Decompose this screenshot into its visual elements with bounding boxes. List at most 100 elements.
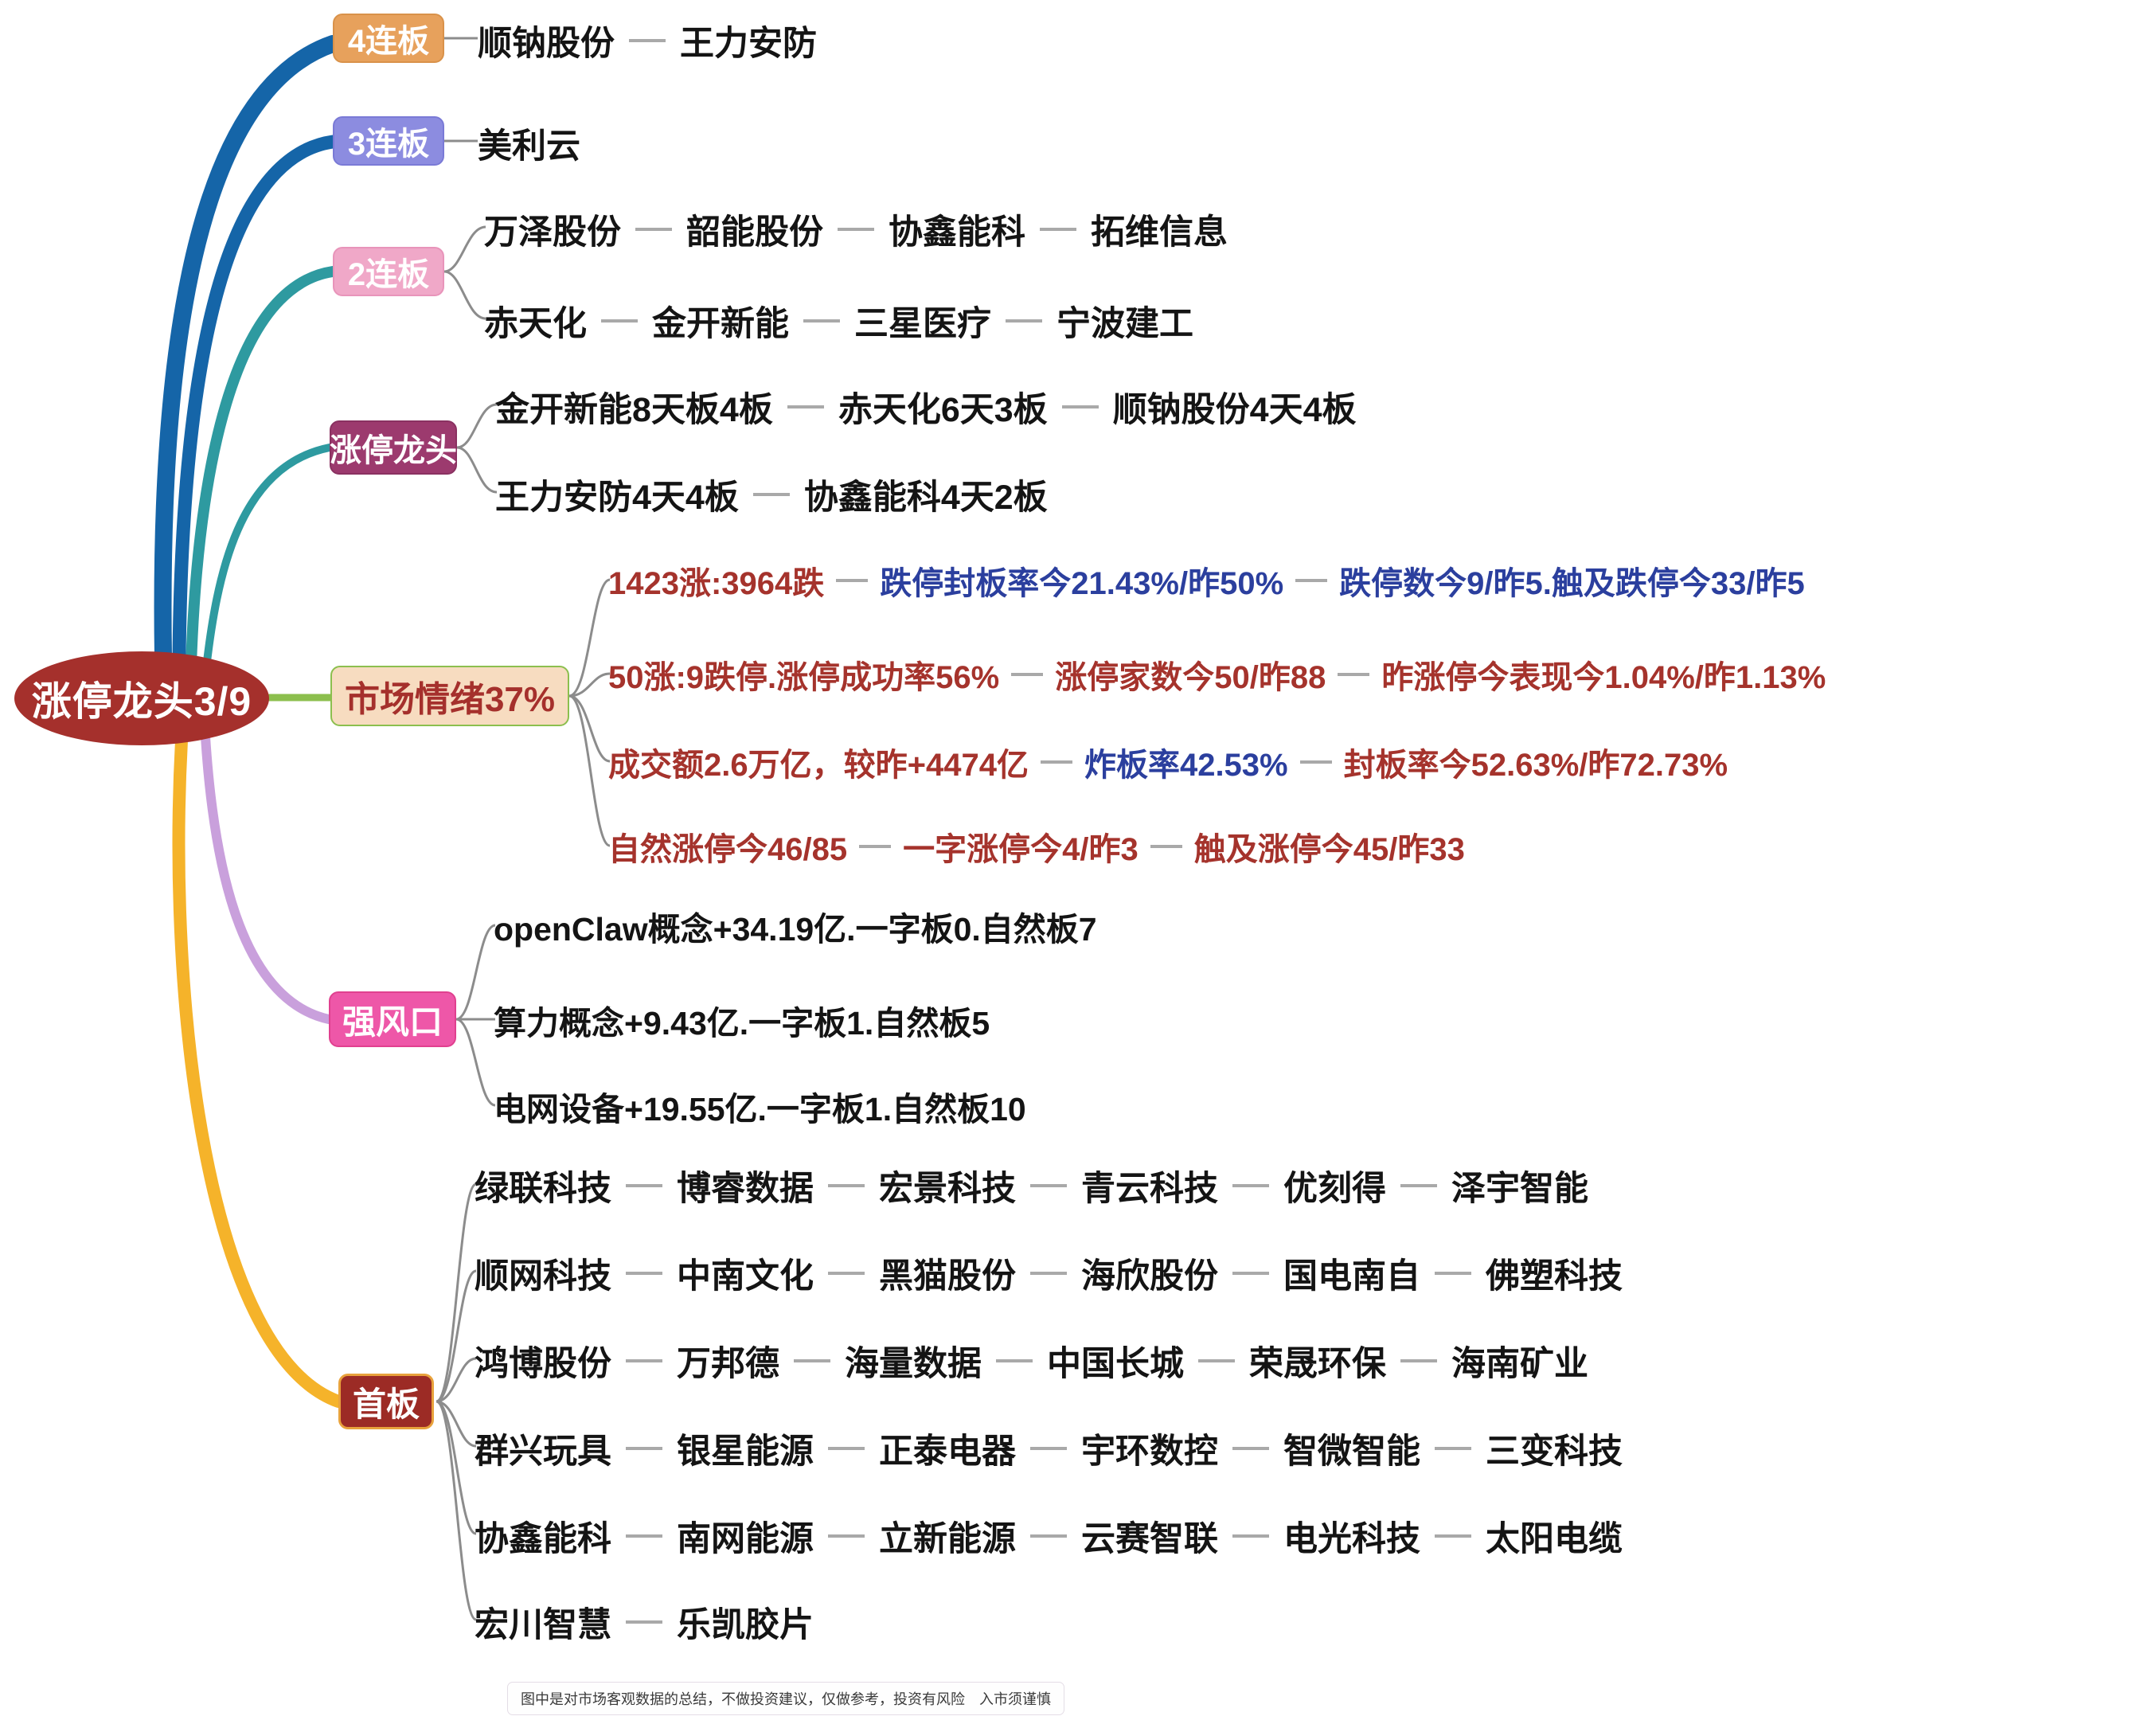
leaf-item[interactable]: 赤天化 (484, 305, 587, 343)
sentiment-item[interactable]: 50涨:9跌停.涨停成功率56% (608, 660, 1000, 695)
sentiment-item[interactable]: 封板率今52.63%/昨72.73% (1343, 748, 1728, 783)
sector-item[interactable]: openClaw概念+34.19亿.一字板0.自然板7 (494, 911, 1097, 948)
sentiment-item[interactable]: 触及涨停今45/昨33 (1193, 832, 1465, 867)
leaf-item[interactable]: 博睿数据 (677, 1170, 814, 1208)
leaf-separator-icon (1030, 1534, 1067, 1538)
sentiment-item[interactable]: 跌停数今9/昨5.触及跌停今33/昨5 (1339, 566, 1805, 601)
leaf-item[interactable]: 万泽股份 (484, 213, 621, 252)
sector-item[interactable]: 算力概念+9.43亿.一字板1.自然板5 (494, 1005, 990, 1042)
leaf-item[interactable]: 拓维信息 (1091, 213, 1228, 252)
leaf-item[interactable]: 海欣股份 (1081, 1257, 1218, 1296)
leaf-item[interactable]: 顺钠股份4天4板 (1112, 391, 1357, 429)
leaf-item[interactable]: 中国长城 (1047, 1345, 1184, 1383)
leaf-connector-sb-3 (435, 1357, 477, 1403)
sentiment-item[interactable]: 炸板率42.53% (1084, 748, 1288, 783)
leaf-connector-sent-1 (568, 578, 611, 698)
category-label: 市场情绪37% (344, 680, 556, 719)
leaf-item[interactable]: 电光科技 (1283, 1520, 1420, 1558)
sentiment-item[interactable]: 1423涨:3964跌 (608, 566, 825, 601)
sentiment-item[interactable]: 涨停家数今50/昨88 (1055, 660, 1326, 695)
leaf-item[interactable]: 协鑫能科 (889, 213, 1025, 252)
leaf-item[interactable]: 顺钠股份 (478, 25, 615, 63)
leaf-item[interactable]: 协鑫能科4天2板 (803, 479, 1048, 517)
leaf-item[interactable]: 海南矿业 (1451, 1345, 1588, 1383)
leaf-item[interactable]: 优刻得 (1283, 1170, 1386, 1208)
sentiment-item[interactable]: 跌停封板率今21.43%/昨50% (880, 566, 1284, 601)
leaf-item[interactable]: 南网能源 (677, 1520, 814, 1558)
leaf-item[interactable]: 太阳电缆 (1486, 1520, 1623, 1558)
leaf-item[interactable]: 黑猫股份 (879, 1257, 1016, 1296)
leaf-item[interactable]: 协鑫能科 (475, 1520, 611, 1558)
leaf-row-sb-4: 群兴玩具 银星能源 正泰电器 宇环数控 智微智能 三变科技 (475, 1424, 1623, 1473)
category-label: 首板 (352, 1385, 420, 1423)
leaf-item[interactable]: 青云科技 (1081, 1170, 1218, 1208)
leaf-row-sentiment-2: 50涨:9跌停.涨停成功率56% 涨停家数今50/昨88 昨涨停今表现今1.04… (608, 651, 1826, 698)
category-node-4-lianban[interactable]: 4连板 (333, 14, 444, 63)
leaf-row-sentiment-4: 自然涨停今46/85 一字涨停今4/昨3 触及涨停今45/昨33 (608, 823, 1465, 870)
leaf-separator-icon (1232, 1447, 1269, 1450)
leaf-item[interactable]: 佛塑科技 (1486, 1257, 1623, 1296)
leaf-item[interactable]: 韶能股份 (686, 213, 823, 252)
category-node-zhangting-longtou[interactable]: 涨停龙头 (330, 420, 457, 475)
category-label: 强风口 (342, 1003, 443, 1041)
leaf-item[interactable]: 宏川智慧 (475, 1606, 611, 1644)
leaf-connector-sent-3 (568, 694, 611, 763)
leaf-item[interactable]: 美利云 (478, 127, 580, 166)
leaf-separator-icon (626, 1534, 662, 1538)
category-node-3-lianban[interactable]: 3连板 (333, 116, 444, 166)
leaf-item[interactable]: 顺网科技 (475, 1257, 611, 1296)
leaf-item[interactable]: 绿联科技 (475, 1170, 611, 1208)
category-node-market-sentiment[interactable]: 市场情绪37% (330, 666, 569, 726)
leaf-item[interactable]: 智微智能 (1283, 1433, 1420, 1471)
leaf-item[interactable]: 海量数据 (845, 1345, 982, 1383)
sentiment-item[interactable]: 昨涨停今表现今1.04%/昨1.13% (1381, 660, 1826, 695)
leaf-item[interactable]: 三变科技 (1486, 1433, 1623, 1471)
leaf-item[interactable]: 宇环数控 (1081, 1433, 1218, 1471)
sector-item[interactable]: 电网设备+19.55亿.一字板1.自然板10 (494, 1091, 1026, 1128)
leaf-item[interactable]: 三星医疗 (854, 305, 991, 343)
leaf-item[interactable]: 群兴玩具 (475, 1433, 611, 1471)
leaf-item[interactable]: 赤天化6天3板 (838, 391, 1048, 429)
leaf-item[interactable]: 银星能源 (677, 1433, 814, 1471)
root-node[interactable]: 涨停龙头3/9 (14, 651, 269, 745)
leaf-separator-icon (794, 1359, 830, 1362)
leaf-row-sb-5: 协鑫能科 南网能源 立新能源 云赛智联 电光科技 太阳电缆 (475, 1511, 1623, 1561)
leaf-row-ztlt-1: 金开新能8天板4板 赤天化6天3板 顺钠股份4天4板 (495, 382, 1357, 432)
leaf-connector-sb-6 (435, 1400, 477, 1621)
leaf-separator-icon (1435, 1272, 1471, 1275)
branch-curve-qfk (201, 732, 334, 1024)
leaf-item[interactable]: 宁波建工 (1057, 305, 1193, 343)
leaf-separator-icon (626, 1272, 662, 1275)
category-node-2-lianban[interactable]: 2连板 (333, 247, 444, 296)
leaf-item[interactable]: 万邦德 (677, 1345, 779, 1383)
leaf-item[interactable]: 中南文化 (677, 1257, 814, 1296)
leaf-item[interactable]: 荣晟环保 (1249, 1345, 1386, 1383)
leaf-separator-icon (1295, 579, 1328, 582)
leaf-item[interactable]: 鸿博股份 (475, 1345, 611, 1383)
leaf-item[interactable]: 乐凯胶片 (677, 1606, 814, 1644)
category-node-strong-sectors[interactable]: 强风口 (329, 991, 456, 1047)
leaf-separator-icon (1232, 1184, 1269, 1187)
sentiment-item[interactable]: 成交额2.6万亿，较昨+4474亿 (608, 748, 1029, 783)
sentiment-item[interactable]: 自然涨停今46/85 (608, 832, 848, 867)
leaf-separator-icon (1011, 673, 1044, 676)
leaf-separator-icon (635, 228, 672, 231)
leaf-item[interactable]: 金开新能8天板4板 (495, 391, 773, 429)
leaf-item[interactable]: 王力安防4天4板 (495, 479, 739, 517)
leaf-connector-2lb-1 (443, 225, 486, 273)
leaf-item[interactable]: 立新能源 (879, 1520, 1016, 1558)
leaf-separator-icon (626, 1447, 662, 1450)
leaf-item[interactable]: 金开新能 (652, 305, 789, 343)
leaf-row-3lb-1: 美利云 (478, 119, 580, 168)
leaf-item[interactable]: 王力安防 (680, 25, 817, 63)
leaf-item[interactable]: 国电南自 (1283, 1257, 1420, 1296)
leaf-item[interactable]: 泽宇智能 (1451, 1170, 1588, 1208)
sentiment-item[interactable]: 一字涨停今4/昨3 (903, 832, 1139, 867)
leaf-item[interactable]: 云赛智联 (1081, 1520, 1218, 1558)
leaf-item[interactable]: 宏景科技 (879, 1170, 1016, 1208)
leaf-item[interactable]: 正泰电器 (879, 1433, 1016, 1471)
disclaimer-text: 图中是对市场客观数据的总结，不做投资建议，仅做参考，投资有风险 入市须谨慎 (507, 1682, 1064, 1715)
category-label: 2连板 (347, 257, 430, 292)
category-node-first-board[interactable]: 首板 (338, 1374, 434, 1429)
